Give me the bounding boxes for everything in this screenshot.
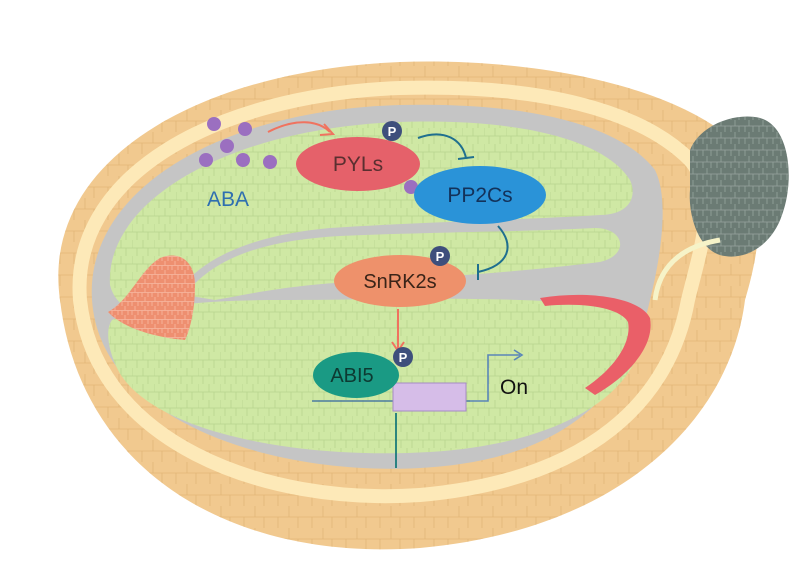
aba-molecule	[207, 117, 221, 131]
aba-molecules	[199, 117, 418, 194]
micropyle-strand	[652, 237, 721, 301]
snrk2s-label: SnRK2s	[363, 271, 436, 293]
pp2cs-inhibits-snrk2s	[477, 225, 509, 273]
on-label: On	[500, 376, 528, 399]
phospho-abi5	[393, 347, 413, 367]
aba-bound-molecule	[404, 180, 418, 194]
transcription-start-arrow	[470, 354, 520, 402]
pyls-node	[296, 137, 420, 191]
micropylar-cap-cells	[689, 116, 789, 257]
abi5-node	[313, 352, 399, 398]
aba-to-pyls-arrow	[267, 121, 331, 133]
aba-molecule	[220, 139, 234, 153]
aba-molecule	[236, 153, 250, 167]
aba-to-pyls-arrowhead	[319, 123, 336, 136]
phospho-snrk2s	[430, 246, 450, 266]
phospho-pyls	[382, 121, 402, 141]
pyls-inhibits-pp2cs-bar	[457, 156, 475, 160]
cotyledon-patch-cells	[108, 255, 195, 340]
transcription-start-arrowhead	[513, 349, 524, 361]
pyls-label: PYLs	[333, 153, 383, 176]
phospho-snrk2s-label: P	[436, 249, 445, 264]
snrk2s-node	[334, 255, 466, 307]
aba-molecule	[238, 122, 252, 136]
phospho-pyls-label: P	[388, 124, 397, 139]
pp2cs-label: PP2Cs	[447, 184, 512, 207]
aba-molecule	[263, 155, 277, 169]
aba-label: ABA	[207, 188, 249, 211]
phospho-abi5-label: P	[399, 350, 408, 365]
pyls-inhibits-pp2cs	[417, 133, 467, 159]
promoter-box	[392, 382, 467, 412]
aba-molecule	[199, 153, 213, 167]
pp2cs-node	[414, 166, 546, 224]
radicle-tip	[540, 294, 651, 395]
abi5-label: ABI5	[330, 365, 373, 387]
